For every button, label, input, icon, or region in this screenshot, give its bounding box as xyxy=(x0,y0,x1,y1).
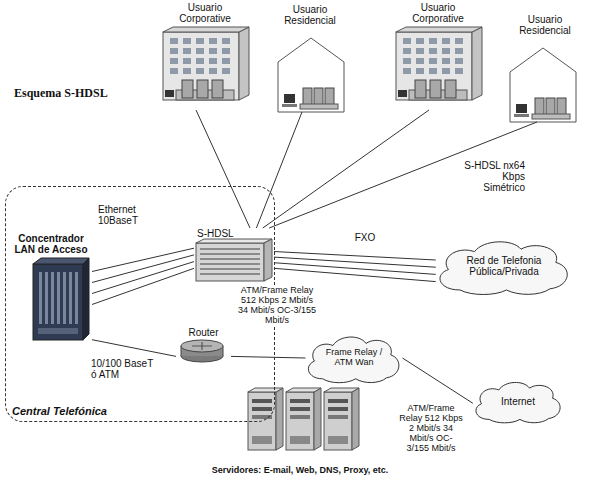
diagram-title: Esquema S-HDSL xyxy=(14,86,108,101)
user-house: Usuario Residencial xyxy=(270,4,350,112)
cloud-shape xyxy=(309,337,400,383)
cloud-shape xyxy=(476,382,560,422)
cloud-shape xyxy=(440,242,567,295)
link-line xyxy=(274,263,436,275)
link-line xyxy=(92,268,194,304)
node-label: Usuario Corporative xyxy=(406,2,470,24)
link-line xyxy=(263,110,429,228)
link-line xyxy=(274,268,436,281)
network-cloud: Frame Relay / ATM Wan xyxy=(302,332,405,384)
link-line xyxy=(402,358,472,403)
office-building xyxy=(163,27,249,100)
link-line xyxy=(274,257,436,267)
node-label: Servidores: E-mail, Web, DNS, Proxy, etc… xyxy=(212,466,389,476)
node-label: Concentrador LAN de Acceso xyxy=(13,233,89,255)
rack-box: S-HDSL xyxy=(194,228,274,284)
node-label: Usuario Residencial xyxy=(513,14,577,36)
access-concentrator xyxy=(33,258,89,340)
shdsl-rack xyxy=(196,243,264,281)
user-building: Usuario Corporative xyxy=(393,2,483,110)
link-line xyxy=(92,262,194,294)
access-concentrator xyxy=(33,258,89,264)
router-box: Router xyxy=(176,327,231,369)
access-concentrator xyxy=(38,328,78,334)
server-tower xyxy=(248,388,283,450)
router-symbol xyxy=(192,342,212,350)
network-cloud: Red de Telefonia Pública/Privada xyxy=(431,236,576,296)
server-tower xyxy=(286,388,321,450)
link-label: FXO xyxy=(350,232,380,243)
router-symbol xyxy=(181,340,223,352)
shdsl-rack xyxy=(196,239,272,243)
server-tower xyxy=(324,388,359,450)
shdsl-rack xyxy=(264,239,272,281)
node-label: Router xyxy=(188,327,218,338)
link-label: ATM/Frame Relay 512 Kbps 2 Mbit/s 34 Mbi… xyxy=(236,286,318,326)
link-line xyxy=(92,340,176,357)
concentrator-box: Concentrador LAN de Acceso xyxy=(10,233,92,343)
shdsl-rack xyxy=(200,247,260,277)
node-label: Usuario Residencial xyxy=(278,4,342,26)
link-label: Ethernet 10BaseT xyxy=(97,204,145,226)
node-label: Usuario Corporative xyxy=(173,2,237,24)
residential-house xyxy=(278,38,344,112)
link-line xyxy=(92,248,194,271)
user-building: Usuario Corporative xyxy=(160,2,250,110)
link-label: S-HDSL nx64 Kbps Simétrico xyxy=(462,160,526,193)
link-line xyxy=(269,122,537,228)
access-concentrator xyxy=(33,264,83,340)
node-label: Red de Telefonia Pública/Privada xyxy=(459,255,549,277)
link-line xyxy=(231,356,305,358)
office-building xyxy=(396,27,482,100)
server-group: Servidores: E-mail, Web, DNS, Proxy, etc… xyxy=(190,386,410,476)
access-concentrator xyxy=(38,272,78,324)
link-line xyxy=(256,112,302,228)
network-cloud: Internet xyxy=(470,378,566,424)
link-line xyxy=(92,255,194,283)
shdsl-rack xyxy=(196,239,272,281)
access-concentrator xyxy=(83,258,89,340)
node-label: Central Telefónica xyxy=(12,405,107,417)
link-line xyxy=(196,110,250,228)
user-house: Usuario Residencial xyxy=(505,14,585,122)
residential-house xyxy=(510,48,576,122)
node-label: Internet xyxy=(501,396,535,407)
exchange-region: Central Telefónica Concentrador LAN de Ac… xyxy=(5,186,275,422)
link-label: 10/100 BaseT ó ATM xyxy=(90,358,156,380)
node-label: Frame Relay / ATM Wan xyxy=(322,348,386,368)
router-symbol xyxy=(181,340,223,362)
node-label: S-HDSL xyxy=(197,228,234,239)
link-label: ATM/Frame Relay 512 Kbps 2 Mbit/s 34 Mbi… xyxy=(398,404,464,453)
